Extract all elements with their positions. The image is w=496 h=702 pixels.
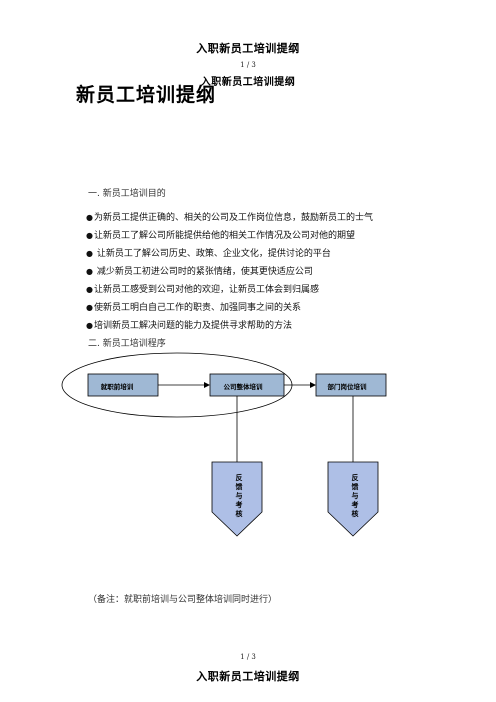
section1-item: ● 让新员工了解公司历史、政策、企业文化，提供讨论的平台 [86, 246, 331, 259]
feedback2-shape [327, 461, 379, 537]
feedback1-label: 反 馈 与 考 核 [233, 474, 245, 519]
feedback2-label: 反 馈 与 考 核 [349, 474, 361, 519]
section1-item: ●让新员工感受到公司对他的欢迎，让新员工体会到归属感 [86, 282, 319, 295]
section1-heading: 一. 新员工培训目的 [88, 189, 166, 199]
header-title-repeat: 入职新员工培训提纲 [200, 77, 296, 88]
feedback-text: 反 馈 与 考 核 [351, 474, 359, 518]
step3-label: 部门岗位培训 [328, 382, 368, 391]
section1-item: ●培训新员工解决问题的能力及提供寻求帮助的方法 [86, 318, 292, 331]
diagram-note: （备注：就职前培训与公司整体培训同时进行） [88, 595, 278, 605]
bullet-icon: ● [86, 267, 93, 276]
section1-item-text: 让新员工感受到公司对他的欢迎，让新员工体会到归属感 [93, 285, 319, 295]
section1-item-text: 让新员工了解公司历史、政策、企业文化，提供讨论的平台 [93, 249, 331, 259]
footer-title: 入职新员工培训提纲 [196, 670, 300, 683]
section1-item-text: 培训新员工解决问题的能力及提供寻求帮助的方法 [93, 321, 292, 331]
feedback1-shape [211, 461, 263, 537]
arrowhead-2-3 [310, 382, 316, 388]
section1-item: ●为新员工提供正确的、相关的公司及工作岗位信息，鼓励新员工的士气 [86, 210, 373, 223]
section2-heading: 二. 新员工培训程序 [88, 339, 166, 349]
page-number-top: 1 / 3 [240, 61, 256, 69]
feedback-text: 反 馈 与 考 核 [235, 474, 243, 518]
step1-label: 就职前培训 [101, 382, 134, 391]
bullet-icon: ● [86, 285, 93, 294]
section1-item-text: 让新员工了解公司所能提供给他的相关工作情况及公司对他的期望 [93, 231, 355, 241]
bullet-icon: ● [86, 303, 93, 312]
section1-item-text: 使新员工明白自己工作的职责、加强同事之间的关系 [93, 303, 301, 313]
section1-item: ●让新员工了解公司所能提供给他的相关工作情况及公司对他的期望 [86, 228, 355, 241]
bullet-icon: ● [86, 321, 93, 330]
training-flow-diagram: 就职前培训 公司整体培训 部门岗位培训 [61, 352, 387, 537]
step2-label: 公司整体培训 [224, 382, 264, 391]
arrowhead-1-2 [204, 382, 210, 388]
section1-item: ●使新员工明白自己工作的职责、加强同事之间的关系 [86, 300, 301, 313]
section1-item: ● 减少新员工初进公司时的紧张情绪，使其更快适应公司 [86, 264, 313, 277]
bullet-icon: ● [86, 213, 93, 222]
page-number-bottom: 1 / 3 [240, 653, 256, 661]
bullet-icon: ● [86, 231, 93, 240]
step3-box [315, 373, 387, 397]
section1-item-text: 为新员工提供正确的、相关的公司及工作岗位信息，鼓励新员工的士气 [93, 213, 373, 223]
header-title: 入职新员工培训提纲 [196, 42, 300, 55]
document-title: 新员工培训提纲 [76, 84, 217, 106]
section1-item-text: 减少新员工初进公司时的紧张情绪，使其更快适应公司 [93, 267, 313, 277]
bullet-icon: ● [86, 249, 93, 258]
